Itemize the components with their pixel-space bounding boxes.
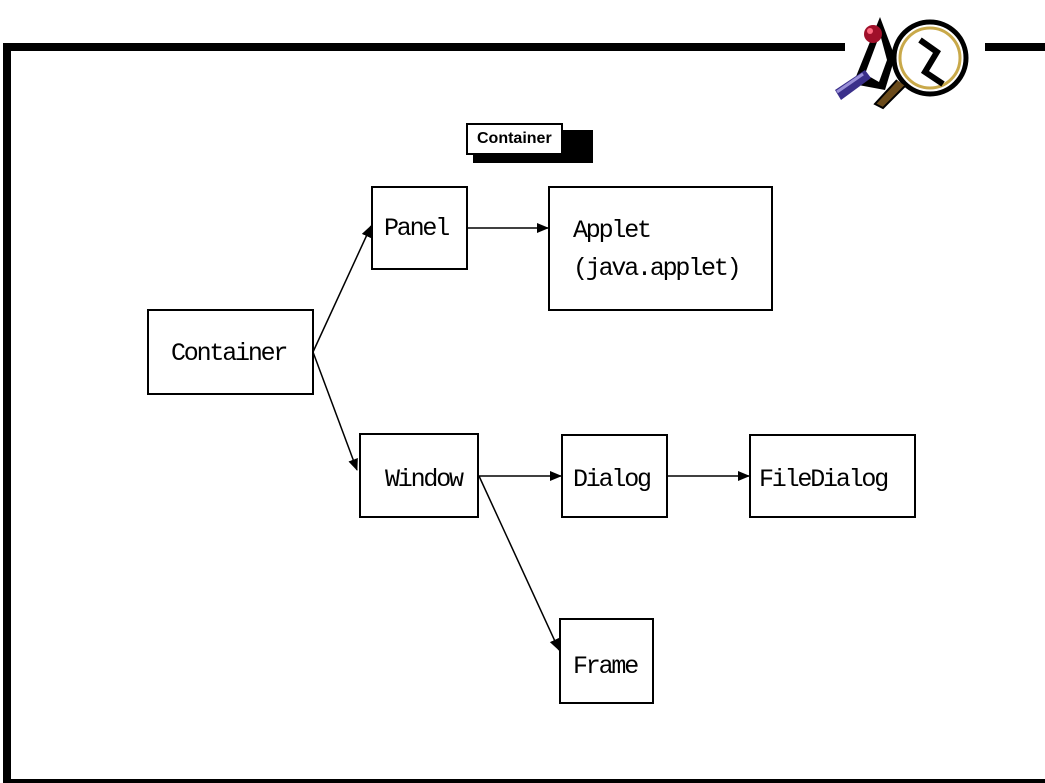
node-applet-label-line2: (java.applet) [573, 254, 742, 283]
diagram-title: Container [466, 123, 563, 155]
node-dialog-label: Dialog [573, 465, 652, 494]
java-duke-magnifier-icon [835, 17, 969, 110]
edge-window-frame [478, 475, 560, 651]
node-container: Container [147, 309, 314, 395]
slide-frame-left-border [3, 43, 11, 783]
node-window: Window [359, 433, 479, 518]
node-frame: Frame [559, 618, 654, 704]
node-window-label: Window [385, 465, 464, 494]
node-panel-label: Panel [384, 214, 450, 243]
diagram-title-label: Container [466, 123, 593, 163]
node-filedialog: FileDialog [749, 434, 916, 518]
slide-frame-top-right-border [985, 43, 1045, 51]
node-container-label: Container [171, 339, 288, 368]
node-panel: Panel [371, 186, 468, 270]
slide-frame-bottom-border [3, 779, 1045, 783]
node-frame-label: Frame [573, 652, 639, 681]
slide-frame-top-border [3, 43, 845, 51]
node-applet-label-line1: Applet [573, 216, 652, 245]
edge-container-window [312, 351, 358, 471]
node-applet: Applet (java.applet) [548, 186, 773, 311]
node-dialog: Dialog [561, 434, 668, 518]
node-filedialog-label: FileDialog [759, 465, 889, 494]
edge-container-panel [312, 225, 372, 353]
